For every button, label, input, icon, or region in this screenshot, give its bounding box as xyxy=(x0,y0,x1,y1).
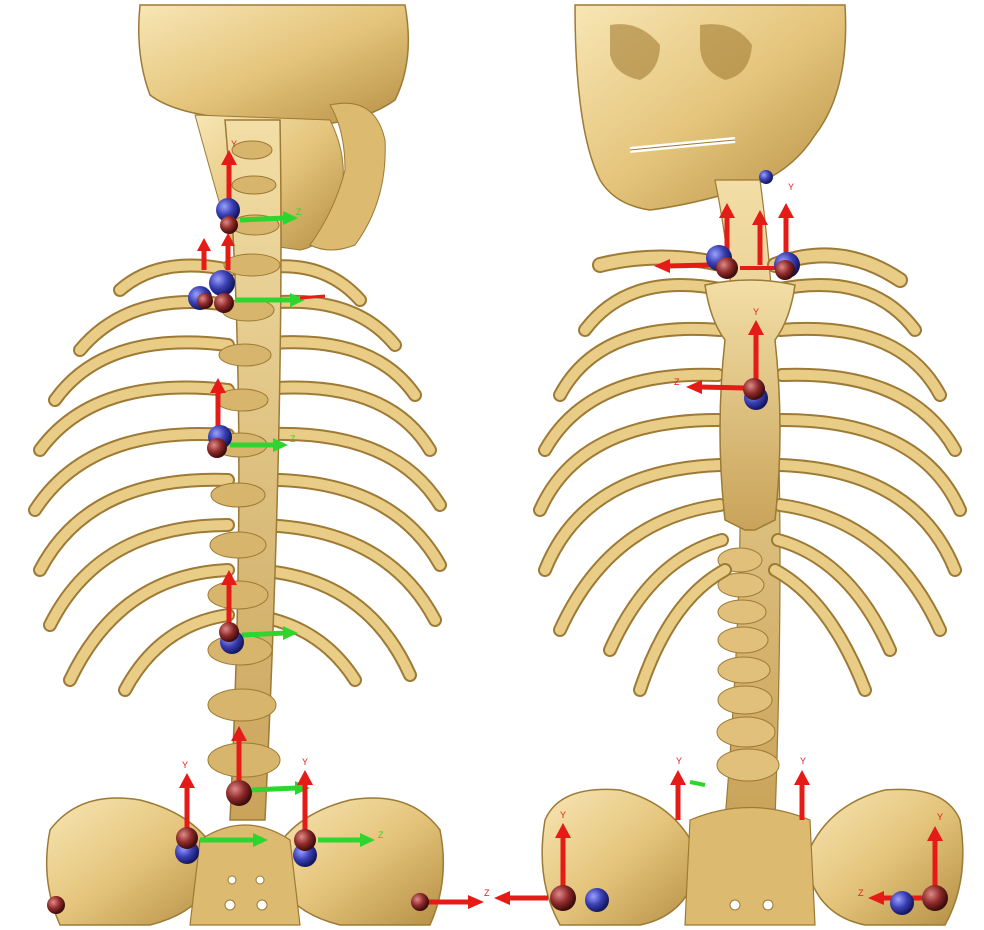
axis-label-y: Y xyxy=(676,756,682,766)
marker-asis-left xyxy=(47,896,65,914)
axis-label-y: Y xyxy=(800,756,806,766)
axis-label-y: Y xyxy=(788,182,794,192)
axis-label-z: Z xyxy=(296,207,302,217)
axis-label-y: Y xyxy=(560,810,566,820)
axis-label-z: Z xyxy=(858,888,864,898)
axis-label-y: Y xyxy=(753,307,759,317)
anterior-view: Y Y Z xyxy=(494,5,963,925)
axis-label-y: Y xyxy=(231,139,237,149)
axis-label-y: Y xyxy=(182,760,188,770)
posterior-spine xyxy=(208,120,281,820)
axis-label-z: Z xyxy=(378,830,384,840)
anterior-skull xyxy=(575,5,846,210)
posterior-view: Y Z xyxy=(35,5,490,925)
axis-label-z: Z xyxy=(290,434,296,444)
axis-label-z: Z xyxy=(674,377,680,387)
axis-label-y: Y xyxy=(302,757,308,767)
axis-label-z: Z xyxy=(484,888,490,898)
axis-label-y: Y xyxy=(937,812,943,822)
